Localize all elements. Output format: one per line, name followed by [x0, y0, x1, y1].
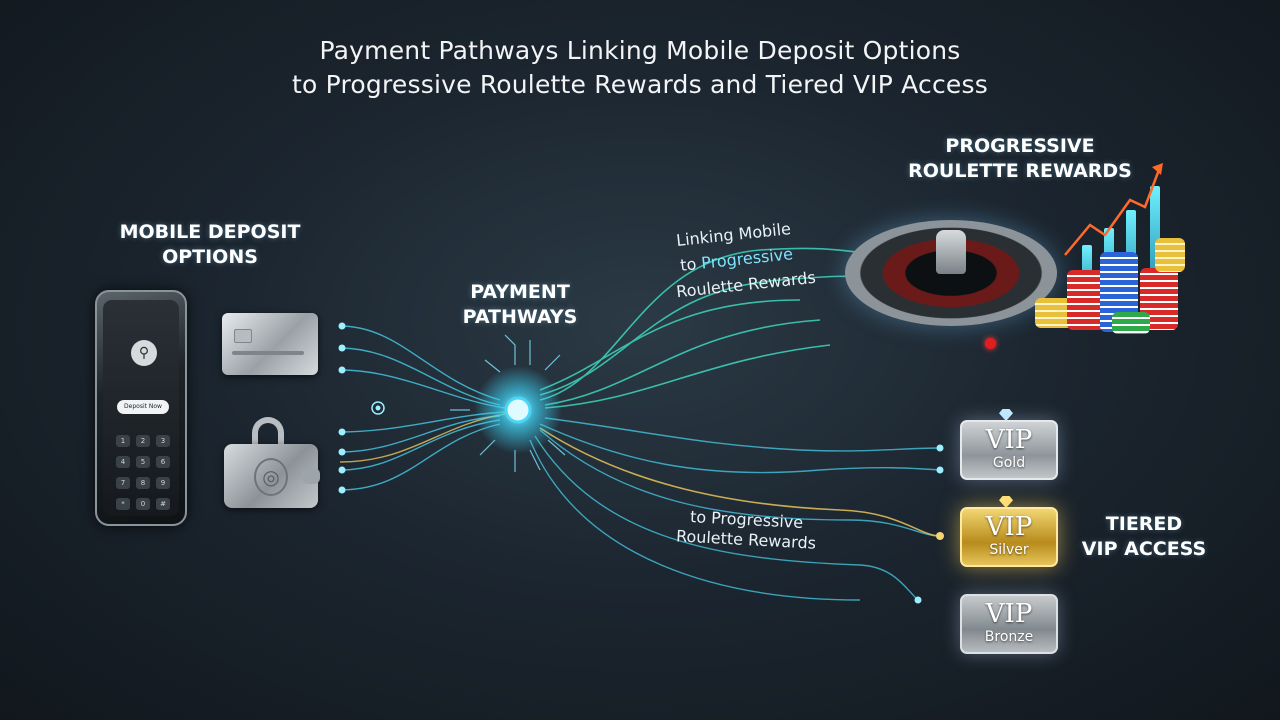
wallet-lock-shackle	[252, 417, 284, 447]
gold-node	[936, 532, 944, 540]
hub-core	[504, 396, 532, 424]
chip-stack-gold-2	[1155, 238, 1185, 272]
roulette-wheel-hub	[936, 230, 966, 274]
target-icon	[371, 401, 385, 415]
title-line-2: to Progressive Roulette Rewards and Tier…	[292, 70, 988, 99]
tiered-vip-heading: TIERED VIP ACCESS	[1081, 513, 1207, 560]
payment-pathways-heading: PAYMENT PATHWAYS	[462, 281, 578, 328]
mobile-deposit-heading: MOBILE DEPOSIT OPTIONS	[119, 221, 301, 268]
lock-icon: ⚲	[131, 340, 157, 366]
title-line-1: Payment Pathways Linking Mobile Deposit …	[319, 36, 961, 65]
lower-outflow-lines	[529, 417, 941, 601]
fingerprint-icon: ◎	[254, 458, 288, 496]
vip-gold-badge: VIP Gold	[960, 420, 1058, 480]
growth-arrow-icon	[1064, 163, 1163, 256]
chip-stack-gold	[1035, 298, 1073, 328]
vip-bronze-badge: VIP Bronze	[960, 594, 1058, 654]
gold-outflow-line	[539, 427, 941, 537]
card-chip	[234, 329, 252, 343]
chip-stack-red-1	[1067, 270, 1105, 330]
flow-nodes	[338, 322, 944, 604]
credit-card-icon	[222, 313, 318, 375]
progressive-rewards-heading: PROGRESSIVE ROULETTE REWARDS	[908, 135, 1132, 182]
secure-wallet-icon: ◎	[224, 444, 320, 508]
roulette-ball	[985, 338, 996, 349]
deposit-now-button[interactable]: Deposit Now	[117, 400, 169, 414]
vip-silver-badge: VIP Silver	[960, 507, 1058, 567]
chip-stack-green	[1112, 312, 1150, 334]
upper-outflow-lines	[539, 247, 881, 409]
